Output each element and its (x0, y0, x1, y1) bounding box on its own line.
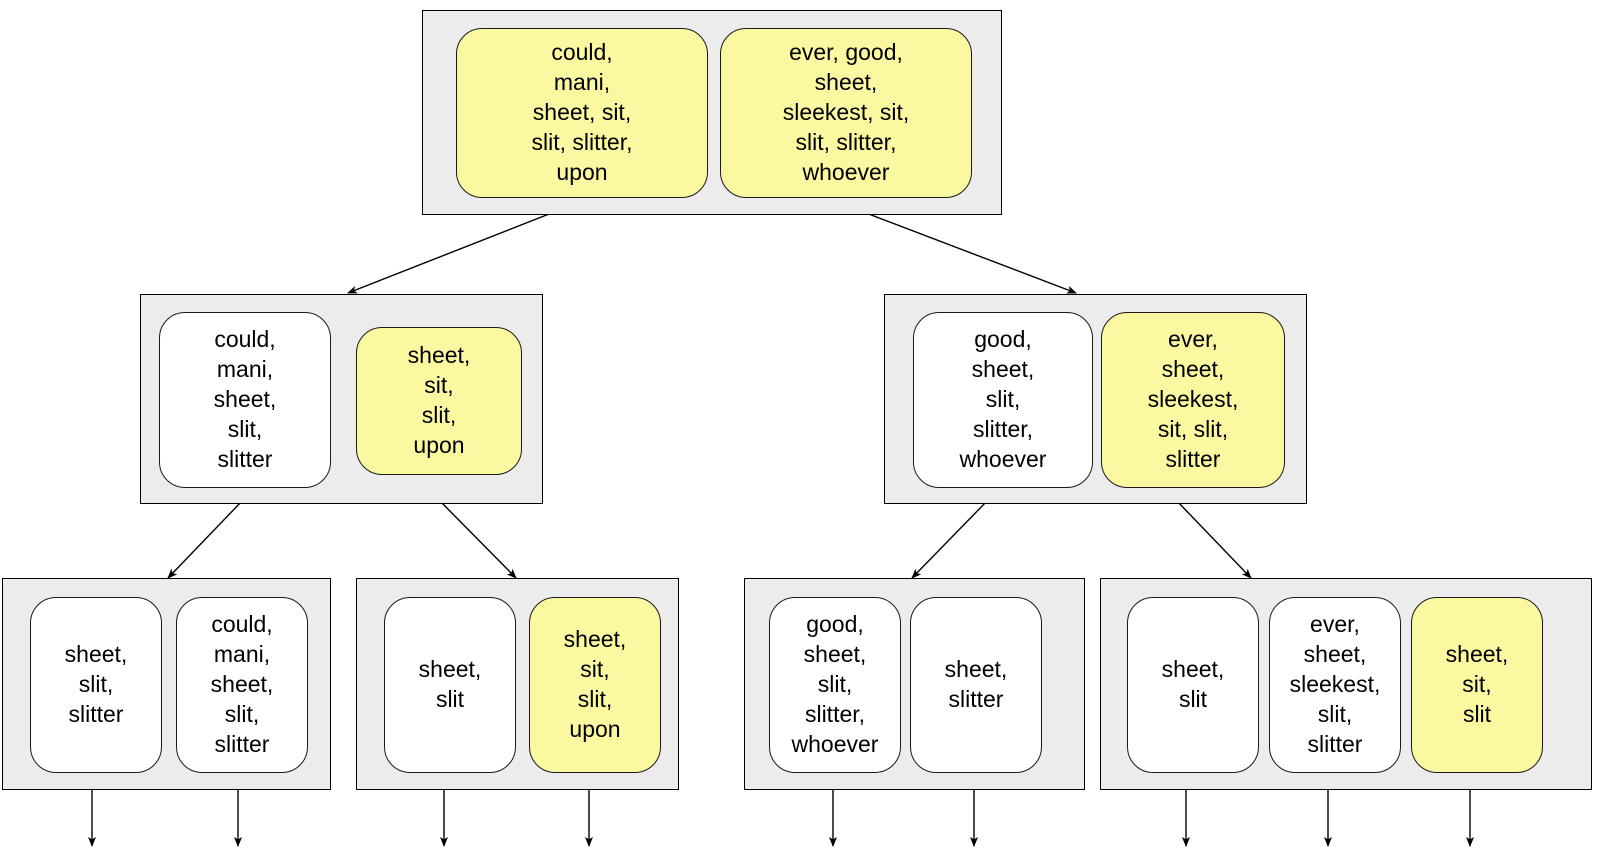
edge-midright-to-leaf4 (1175, 499, 1252, 579)
node-leaf-3-1-label: sheet, slitter (944, 656, 1008, 712)
node-mid-l-0[interactable]: could, mani, sheet, slit, slitter (159, 312, 331, 488)
node-root-1-label: ever, good, sheet, sleekest, sit, slit, … (782, 39, 910, 185)
node-leaf-3-0[interactable]: good, sheet, slit, slitter, whoever (769, 597, 901, 773)
node-leaf-4-2-label: sheet, sit, slit (1445, 641, 1509, 727)
node-mid-r-1-label: ever, sheet, sleekest, sit, slit, slitte… (1147, 326, 1239, 472)
node-root-1[interactable]: ever, good, sheet, sleekest, sit, slit, … (720, 28, 972, 198)
node-leaf-4-0[interactable]: sheet, slit (1127, 597, 1259, 773)
leaf-group-3: good, sheet, slit, slitter, whoever shee… (744, 578, 1085, 790)
edge-midright-to-leaf3 (911, 499, 989, 579)
node-mid-l-1[interactable]: sheet, sit, slit, upon (356, 327, 522, 475)
node-leaf-1-1[interactable]: could, mani, sheet, slit, slitter (176, 597, 308, 773)
node-leaf-4-1-label: ever, sheet, sleekest, slit, slitter (1289, 611, 1381, 757)
node-mid-r-1[interactable]: ever, sheet, sleekest, sit, slit, slitte… (1101, 312, 1285, 488)
leaf-group-4: sheet, slit ever, sheet, sleekest, slit,… (1100, 578, 1592, 790)
node-leaf-1-0[interactable]: sheet, slit, slitter (30, 597, 162, 773)
node-leaf-4-0-label: sheet, slit (1161, 656, 1225, 712)
mid-group-right: good, sheet, slit, slitter, whoever ever… (884, 294, 1307, 504)
node-leaf-4-2[interactable]: sheet, sit, slit (1411, 597, 1543, 773)
node-mid-l-1-label: sheet, sit, slit, upon (407, 342, 471, 458)
node-root-0[interactable]: could, mani, sheet, sit, slit, slitter, … (456, 28, 708, 198)
node-leaf-2-1[interactable]: sheet, sit, slit, upon (529, 597, 661, 773)
leaf-group-2: sheet, slit sheet, sit, slit, upon (356, 578, 679, 790)
node-leaf-4-1[interactable]: ever, sheet, sleekest, slit, slitter (1269, 597, 1401, 773)
node-leaf-2-0-label: sheet, slit (418, 656, 482, 712)
root-group: could, mani, sheet, sit, slit, slitter, … (422, 10, 1002, 215)
node-leaf-1-1-label: could, mani, sheet, slit, slitter (210, 611, 274, 757)
edge-midleft-to-leaf2 (438, 499, 517, 579)
node-mid-r-0-label: good, sheet, slit, slitter, whoever (959, 326, 1047, 472)
edge-midleft-to-leaf1 (167, 499, 244, 579)
edge-root-to-mid-right (844, 204, 1077, 294)
node-mid-r-0[interactable]: good, sheet, slit, slitter, whoever (913, 312, 1093, 488)
node-leaf-3-1[interactable]: sheet, slitter (910, 597, 1042, 773)
node-root-0-label: could, mani, sheet, sit, slit, slitter, … (531, 39, 633, 185)
node-leaf-2-0[interactable]: sheet, slit (384, 597, 516, 773)
leaf-group-1: sheet, slit, slitter could, mani, sheet,… (2, 578, 331, 790)
node-leaf-1-0-label: sheet, slit, slitter (64, 641, 128, 727)
node-leaf-3-0-label: good, sheet, slit, slitter, whoever (791, 611, 879, 757)
mid-group-left: could, mani, sheet, slit, slitter sheet,… (140, 294, 543, 504)
node-leaf-2-1-label: sheet, sit, slit, upon (563, 626, 627, 742)
node-mid-l-0-label: could, mani, sheet, slit, slitter (213, 326, 277, 472)
edge-root-to-mid-left (347, 204, 573, 294)
